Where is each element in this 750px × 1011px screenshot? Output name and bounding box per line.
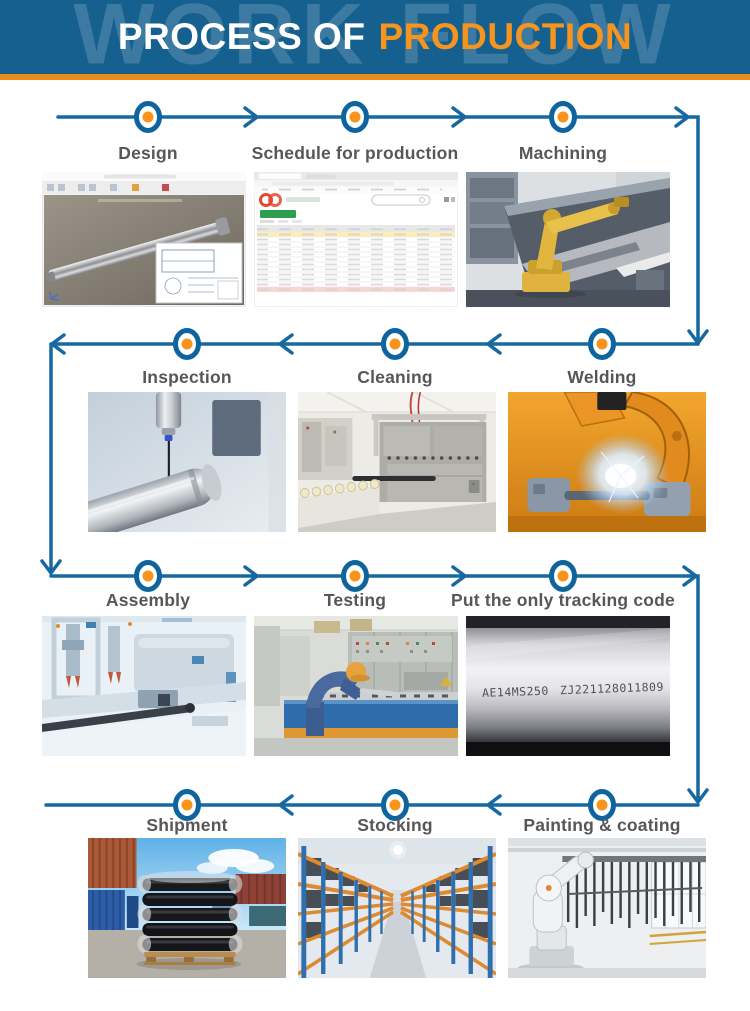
header-divider	[0, 74, 750, 80]
photo-inspection	[88, 392, 286, 532]
photo-schedule	[254, 172, 458, 307]
step-label-cleaning: Cleaning	[357, 367, 433, 387]
step-label-testing: Testing	[323, 590, 387, 610]
title-accent: PRODUCTION	[378, 16, 633, 57]
step-label-schedule: Schedule for production	[251, 143, 459, 163]
photo-cleaning	[298, 392, 496, 532]
photo-testing	[254, 616, 458, 756]
step-label-tracking-code: Put the only tracking code	[451, 590, 675, 610]
photo-painting	[508, 838, 706, 978]
photo-assembly	[42, 616, 246, 756]
step-label-assembly: Assembly	[105, 590, 191, 610]
photo-design	[42, 172, 246, 307]
page-title: PROCESS OF PRODUCTION	[0, 0, 750, 74]
header: WORK FLOW PROCESS OF PRODUCTION	[0, 0, 750, 74]
title-prefix: PROCESS OF	[117, 16, 366, 57]
photo-machining	[466, 172, 670, 307]
step-label-machining: Machining	[518, 143, 608, 163]
flow-nodes	[134, 101, 616, 821]
photo-welding	[508, 392, 706, 532]
photo-shipment	[88, 838, 286, 978]
engraved-part-number: AE14MS250	[482, 684, 549, 700]
step-label-stocking: Stocking	[357, 815, 433, 835]
photo-stocking	[298, 838, 496, 978]
engraved-serial-number: ZJ221128011809	[560, 680, 664, 698]
photo-tracking-code: AE14MS250 ZJ221128011809	[466, 616, 670, 756]
step-label-design: Design	[118, 143, 178, 163]
watermark-text: WORK FLOW	[73, 0, 677, 74]
step-label-painting: Painting & coating	[523, 815, 681, 835]
step-label-welding: Welding	[567, 367, 637, 387]
step-label-inspection: Inspection	[142, 367, 232, 387]
step-label-shipment: Shipment	[146, 815, 228, 835]
